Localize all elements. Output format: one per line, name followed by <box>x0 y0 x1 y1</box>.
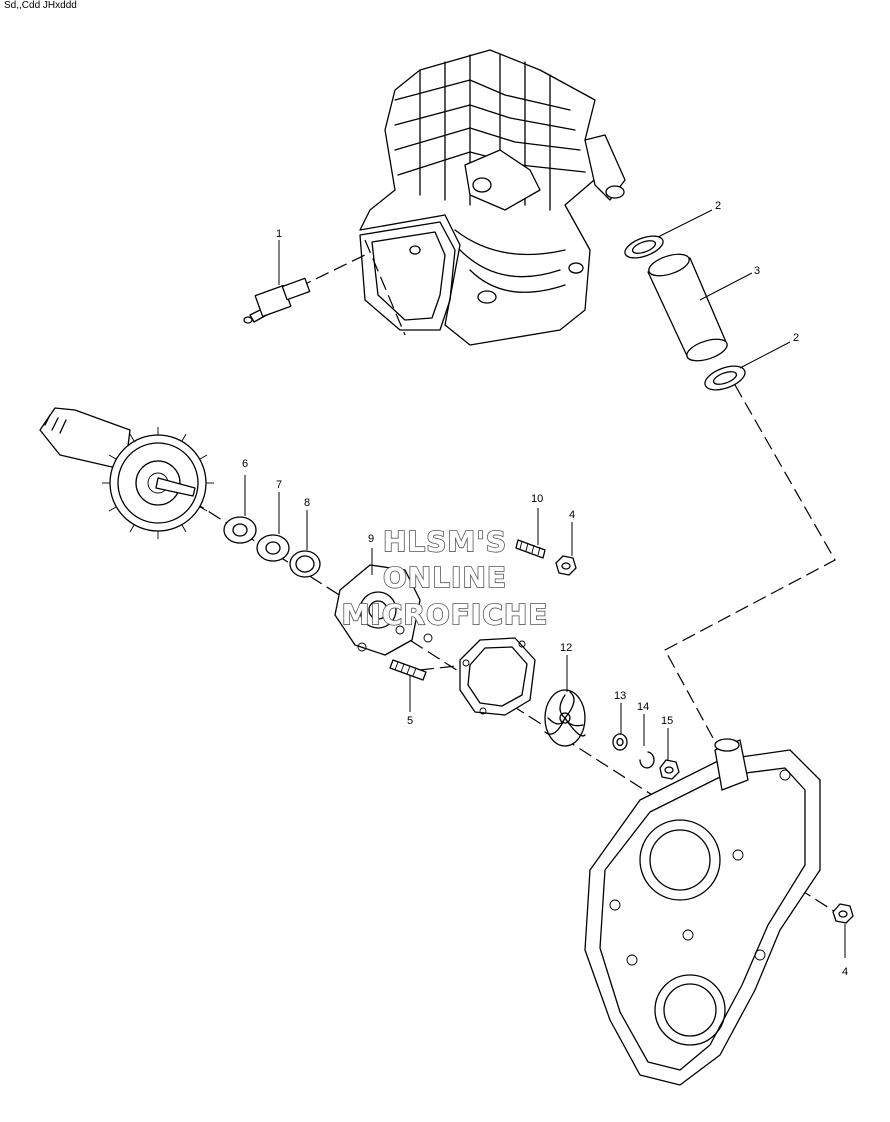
part-12-impeller <box>544 655 586 747</box>
part-13-washer <box>612 703 628 751</box>
part-9-water-pump-body <box>334 548 433 656</box>
callout-2-upper: 2 <box>715 200 721 212</box>
part-4-nut-upper <box>555 522 577 576</box>
watermark-line-3: MICROFICHE <box>342 598 549 631</box>
engine-cylinder <box>359 49 626 346</box>
callout-1: 1 <box>276 228 282 240</box>
callout-14: 14 <box>637 701 649 713</box>
pump-cover-gasket <box>459 637 536 716</box>
part-8-oil-seal <box>289 510 321 578</box>
callout-2-lower: 2 <box>793 332 799 344</box>
part-2-hose-clamp-lower <box>704 341 791 391</box>
callout-4-lower: 4 <box>842 966 848 978</box>
part-15-nut <box>659 728 680 780</box>
crankcase-cover <box>584 738 821 1086</box>
part-1-temperature-sensor <box>243 240 311 324</box>
callout-labels: 1 2 3 2 6 7 8 9 10 4 12 5 13 14 15 4 <box>242 200 848 978</box>
watermark-line-1: HLSM'S <box>383 525 507 558</box>
part-2-hose-clamp-upper <box>624 209 713 259</box>
watermark-line-2: ONLINE <box>383 561 507 594</box>
cylinder-gasket <box>359 221 456 331</box>
part-5-stud-bolt <box>389 659 427 712</box>
callout-9: 9 <box>368 533 374 545</box>
callout-7: 7 <box>276 479 282 491</box>
assembly-lines <box>174 239 841 916</box>
part-3-coolant-hose <box>647 253 753 362</box>
callout-10: 10 <box>531 493 543 505</box>
callout-5: 5 <box>407 715 413 727</box>
callout-3: 3 <box>754 265 760 277</box>
part-7-bearing <box>256 492 290 562</box>
part-6-bearing <box>223 475 257 544</box>
header-text: Sd,,Cdd JHxddd <box>4 0 77 11</box>
callout-13: 13 <box>614 690 626 702</box>
callout-12: 12 <box>560 642 572 654</box>
drive-gear-shaft <box>39 407 214 539</box>
part-4-nut-lower <box>832 903 854 958</box>
callout-8: 8 <box>304 497 310 509</box>
callout-4-upper: 4 <box>569 509 575 521</box>
part-14-circlip <box>639 714 655 769</box>
watermark: HLSM'S ONLINE MICROFICHE <box>341 524 549 632</box>
callout-15: 15 <box>661 715 673 727</box>
callout-6: 6 <box>242 458 248 470</box>
part-10-stud-bolt <box>515 508 546 559</box>
